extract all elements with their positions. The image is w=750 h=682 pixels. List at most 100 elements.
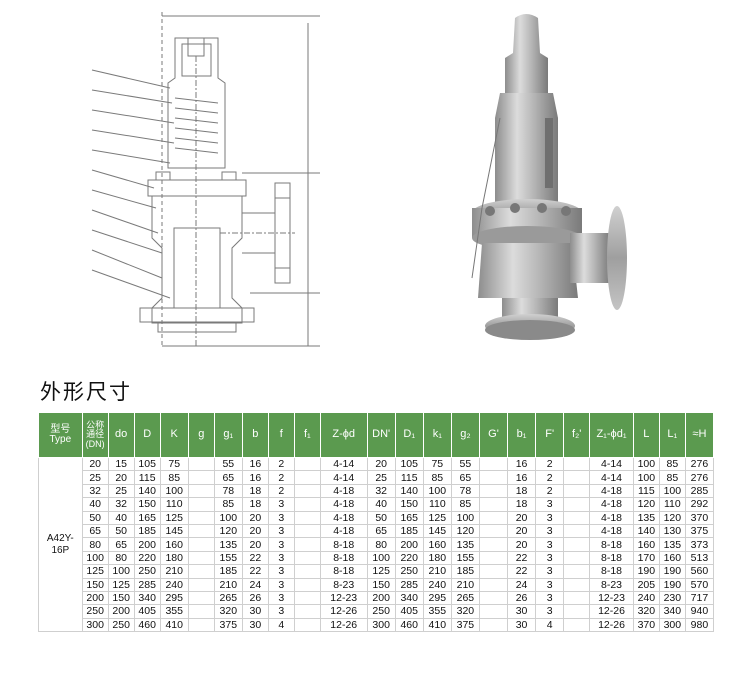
table-cell: 30	[241, 617, 269, 633]
column-header-text: D	[143, 428, 152, 441]
table-cell: 115	[394, 470, 424, 485]
table-cell: 8-23	[589, 577, 634, 592]
table-cell: 16	[507, 470, 537, 485]
table-cell: 65	[366, 523, 396, 539]
table-cell: 250	[81, 604, 109, 619]
table-cell: 26	[241, 590, 269, 606]
table-cell: 16	[241, 456, 269, 472]
column-header: 公称通径(DN)	[81, 412, 109, 458]
table-cell: 3	[535, 604, 565, 619]
table-cell: 8-18	[319, 537, 368, 552]
table-cell: 460	[133, 617, 161, 633]
table-cell: 110	[422, 497, 452, 512]
table-cell	[293, 564, 321, 579]
table-cell: 30	[507, 604, 537, 619]
table-cell: 135	[213, 537, 243, 552]
table-cell: 135	[632, 510, 660, 525]
table-cell: 4-18	[589, 510, 634, 525]
table-cell: 160	[632, 537, 660, 552]
table-cell	[293, 550, 321, 566]
table-cell: 3	[267, 590, 295, 606]
table-cell	[478, 523, 509, 539]
column-header-text: L	[643, 428, 650, 441]
table-cell: 250	[394, 564, 424, 579]
column-header: L	[632, 412, 660, 458]
table-cell: 115	[133, 470, 161, 485]
table-cell: 15	[107, 456, 135, 472]
table-cell: 190	[658, 564, 686, 579]
column-header-text: g₂	[460, 428, 471, 441]
table-cell: 460	[394, 617, 424, 633]
table-cell: 2	[535, 456, 565, 472]
column-header: do	[107, 412, 135, 458]
table-cell: 355	[159, 604, 189, 619]
table-cell: 4-14	[319, 470, 368, 485]
table-cell	[563, 470, 591, 485]
table-cell: 22	[241, 550, 269, 566]
table-cell: 40	[366, 497, 396, 512]
table-cell: 220	[133, 550, 161, 566]
table-cell: 8-18	[589, 537, 634, 552]
table-cell: 8-18	[589, 550, 634, 566]
table-cell: 210	[159, 564, 189, 579]
table-cell: 65	[450, 470, 480, 485]
table-cell: 125	[159, 510, 189, 525]
column-header: b₁	[507, 412, 537, 458]
table-cell: 18	[507, 483, 537, 499]
table-cell: 125	[81, 564, 109, 579]
column-header-text: ≈H	[692, 428, 707, 441]
table-cell	[563, 590, 591, 606]
table-cell: 155	[213, 550, 243, 566]
table-cell	[187, 577, 215, 592]
table-cell: 4-14	[589, 470, 634, 485]
section-title: 外形尺寸	[40, 380, 132, 404]
table-cell: 4-18	[589, 497, 634, 512]
table-cell: 100	[632, 470, 660, 485]
table-cell: 560	[684, 564, 715, 579]
table-cell: 375	[684, 523, 715, 539]
table-cell: 130	[658, 523, 686, 539]
column-header-text: 型号	[50, 423, 71, 435]
table-cell	[187, 537, 215, 552]
table-cell: 20	[241, 510, 269, 525]
table-cell: 85	[450, 497, 480, 512]
table-cell: 513	[684, 550, 715, 566]
table-cell: 145	[159, 523, 189, 539]
column-header-text: 通径	[86, 429, 105, 440]
table-cell	[187, 483, 215, 499]
table-cell: 3	[535, 510, 565, 525]
column-header-text: F'	[545, 428, 555, 441]
table-cell: 3	[267, 497, 295, 512]
table-cell: 105	[133, 456, 161, 472]
table-cell	[187, 617, 215, 633]
table-cell: 185	[450, 564, 480, 579]
table-cell	[187, 497, 215, 512]
table-cell: 3	[535, 550, 565, 566]
table-cell: 3	[535, 577, 565, 592]
table-cell: 200	[81, 590, 109, 606]
table-cell: 55	[450, 456, 480, 472]
table-cell: 155	[450, 550, 480, 566]
column-header-text: G'	[488, 428, 499, 441]
table-cell: 320	[632, 604, 660, 619]
table-cell: 120	[450, 523, 480, 539]
table-cell: 20	[241, 523, 269, 539]
table-cell: 3	[535, 590, 565, 606]
table-cell: 115	[632, 483, 660, 499]
table-cell	[293, 523, 321, 539]
table-cell: 265	[450, 590, 480, 606]
table-cell: 145	[422, 523, 452, 539]
table-cell: 250	[133, 564, 161, 579]
column-header-text: (DN)	[85, 438, 105, 449]
table-cell: 12-23	[319, 590, 368, 606]
table-cell: 22	[507, 564, 537, 579]
table-cell: 240	[632, 590, 660, 606]
table-cell: 150	[394, 497, 424, 512]
table-cell: 85	[159, 470, 189, 485]
table-cell: 355	[422, 604, 452, 619]
